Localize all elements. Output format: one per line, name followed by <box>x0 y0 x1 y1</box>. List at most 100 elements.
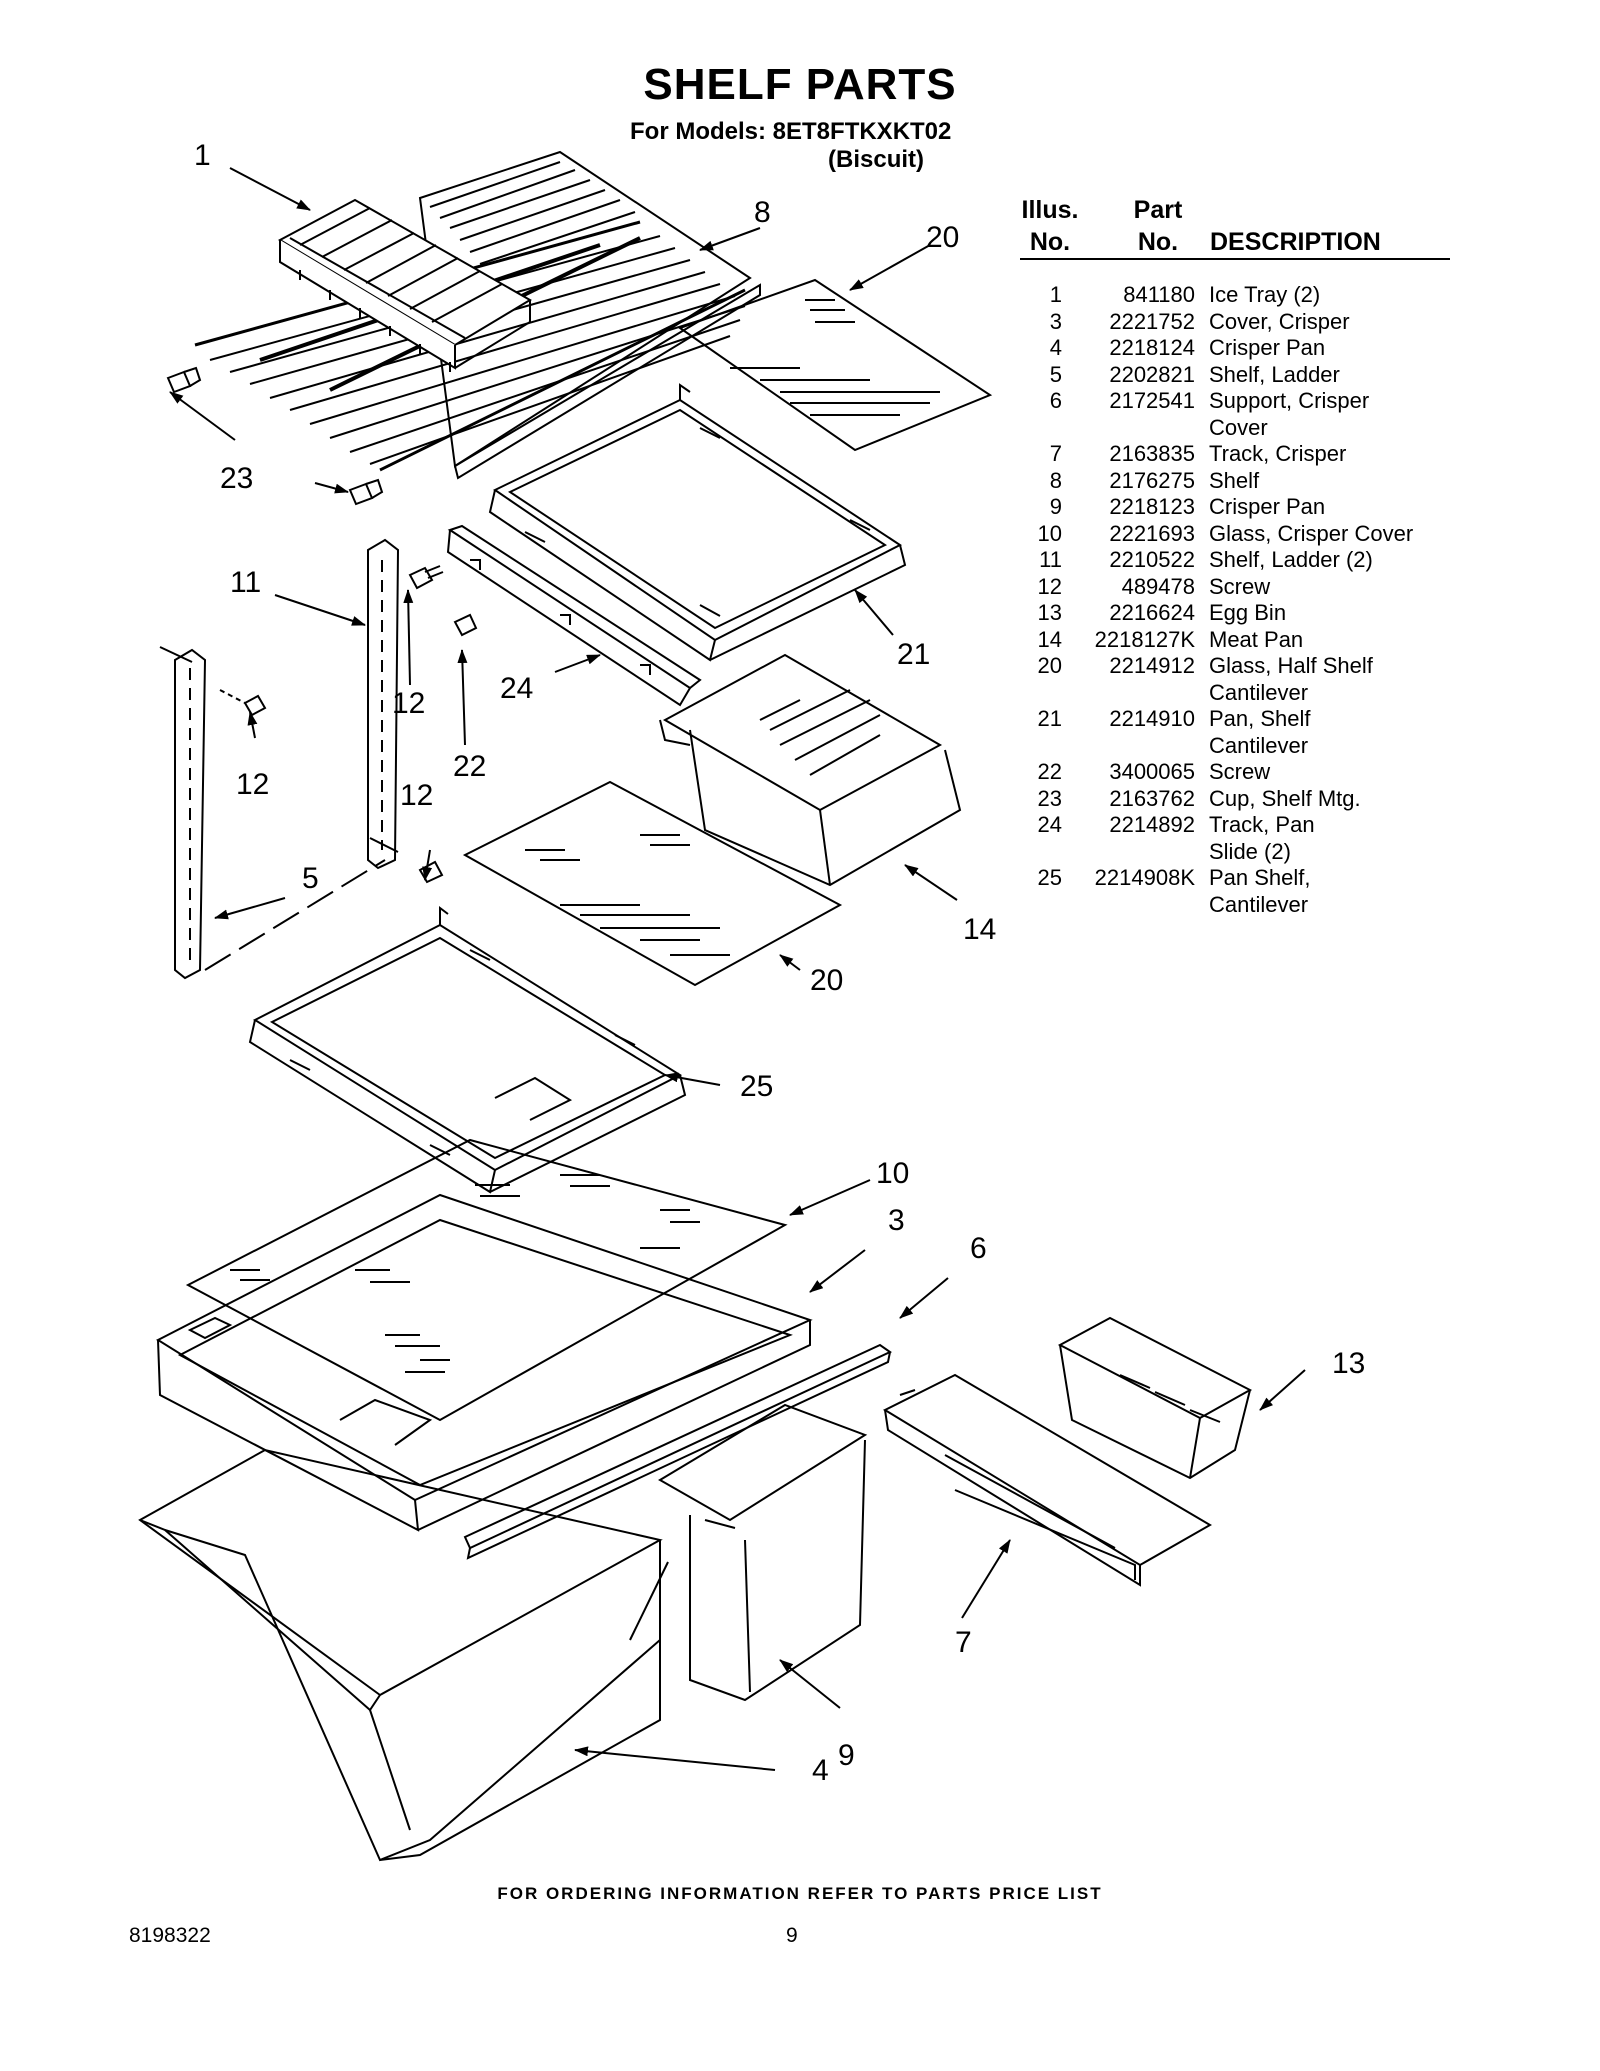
part-description: Crisper Pan <box>1209 335 1326 360</box>
part-21-pan-shelf <box>488 383 907 662</box>
part-7-track <box>882 1373 1212 1587</box>
part-description: Track, Pan Slide (2) <box>1209 812 1315 864</box>
illus-number: 20 <box>1037 653 1062 678</box>
callout-7: 7 <box>955 1626 972 1659</box>
table-row: 25 2214908K Pan Shelf, Cantilever <box>1020 865 1450 918</box>
part-number: 2214892 <box>1109 812 1195 837</box>
callout-25: 25 <box>740 1070 773 1103</box>
callout-4: 4 <box>812 1754 829 1787</box>
table-row: 8 2176275 Shelf <box>1020 468 1450 495</box>
table-row: 1 841180 Ice Tray (2) <box>1020 282 1450 309</box>
callout-3: 3 <box>888 1204 905 1237</box>
part-number: 2218123 <box>1109 494 1195 519</box>
part-number: 2214908K <box>1094 865 1195 890</box>
part-number: 2221693 <box>1109 520 1195 546</box>
part-description: Meat Pan <box>1209 626 1304 652</box>
part-description: Glass, Half Shelf Cantilever <box>1209 653 1373 705</box>
header-rule <box>1020 258 1450 260</box>
illus-number: 12 <box>1037 573 1062 599</box>
illus-number: 13 <box>1037 600 1062 625</box>
part-number: 2176275 <box>1109 467 1195 493</box>
part-description: Cup, Shelf Mtg. <box>1209 785 1361 811</box>
part-number: 841180 <box>1123 282 1195 307</box>
part-number: 2172541 <box>1109 388 1195 413</box>
part-description: Shelf, Ladder <box>1209 361 1340 387</box>
illus-number: 4 <box>1049 335 1062 360</box>
part-6-support <box>463 1343 892 1560</box>
part-3-crisper-cover <box>155 1193 813 1532</box>
table-row: 24 2214892 Track, Pan Slide (2) <box>1020 812 1450 865</box>
part-11-ladder <box>367 538 400 870</box>
part-10-glass-cover <box>185 1138 788 1422</box>
part-20-glass-middle <box>462 780 843 987</box>
leader-lines <box>169 167 1306 1771</box>
part-number: 2163835 <box>1109 441 1195 466</box>
part-14-meat-pan <box>659 653 962 887</box>
callout-24: 24 <box>500 672 533 705</box>
part-description: Shelf <box>1209 467 1260 493</box>
callout-9: 9 <box>838 1739 855 1772</box>
callout-12-b: 12 <box>236 768 269 801</box>
part-4-crisper-pan <box>138 1448 669 1862</box>
page-number: 9 <box>786 1924 798 1947</box>
callout-11: 11 <box>230 566 261 599</box>
illus-number: 23 <box>1037 785 1062 811</box>
illus-number: 9 <box>1049 494 1062 519</box>
header-illus: Illus. No. <box>1021 196 1079 256</box>
part-number: 2218127K <box>1094 626 1195 652</box>
table-row: 14 2218127K Meat Pan <box>1020 627 1450 654</box>
header-description: DESCRIPTION <box>1210 228 1381 256</box>
illus-number: 5 <box>1049 361 1062 387</box>
part-number: 2163762 <box>1109 785 1195 811</box>
part-description: Egg Bin <box>1209 600 1287 625</box>
callout-12-a: 12 <box>392 687 425 720</box>
screws <box>219 565 478 884</box>
part-description: Crisper Pan <box>1209 494 1326 519</box>
callout-20-middle: 20 <box>810 964 843 997</box>
part-description: Ice Tray (2) <box>1209 282 1321 307</box>
illus-number: 22 <box>1037 759 1062 784</box>
part-1-ice-tray <box>277 198 532 372</box>
illus-number: 11 <box>1039 547 1062 572</box>
part-description: Cover, Crisper <box>1209 308 1350 334</box>
illus-number: 14 <box>1037 626 1062 652</box>
callout-22: 22 <box>453 750 486 783</box>
illus-number: 6 <box>1049 388 1062 413</box>
models-line: For Models: 8ET8FTKXKT02 <box>630 118 952 145</box>
illus-number: 25 <box>1037 865 1062 890</box>
table-row: 9 2218123 Crisper Pan <box>1020 494 1450 521</box>
part-number: 2210522 <box>1109 547 1195 572</box>
header-part: Part No. <box>1133 196 1183 256</box>
part-24-track-slide <box>446 524 702 707</box>
illus-number: 1 <box>1049 282 1062 307</box>
illus-number: 24 <box>1037 812 1062 837</box>
page-title: SHELF PARTS <box>643 60 957 109</box>
callout-13: 13 <box>1332 1347 1365 1380</box>
illus-number: 8 <box>1049 467 1062 493</box>
part-25-pan-shelf <box>248 906 687 1194</box>
illus-number: 7 <box>1049 441 1062 466</box>
part-description: Screw <box>1209 759 1271 784</box>
callout-12-c: 12 <box>400 779 433 812</box>
part-number: 2221752 <box>1109 308 1195 334</box>
callout-20-top: 20 <box>926 221 959 254</box>
callout-5: 5 <box>302 862 319 895</box>
callout-numbers: 1 8 20 23 11 12 12 12 22 24 21 5 14 20 2… <box>194 139 1365 1787</box>
part-description: Glass, Crisper Cover <box>1209 520 1414 546</box>
part-description: Pan Shelf, Cantilever <box>1209 865 1311 917</box>
callout-23: 23 <box>220 462 253 495</box>
part-23-shelf-cups <box>166 366 384 506</box>
